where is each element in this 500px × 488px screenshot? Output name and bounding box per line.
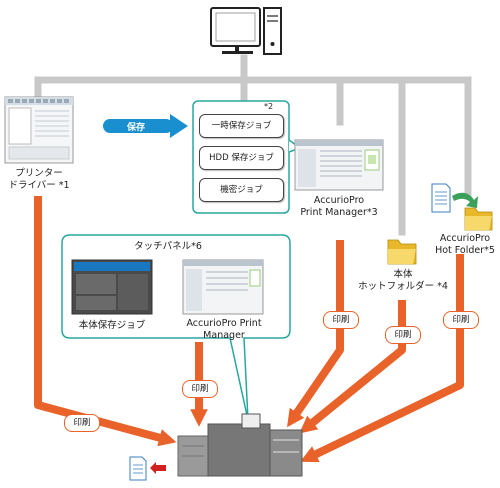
accurio-hot-folder-label-line2: Hot Folder*5: [435, 245, 495, 256]
main-storage-screenshot: [71, 259, 153, 315]
document-icon: [431, 183, 451, 213]
print-manager-screenshot: [294, 139, 384, 191]
touch-print-manager-screenshot: [182, 259, 264, 315]
main-hot-folder-label: 本体 ホットフォルダー *4: [358, 269, 448, 293]
print-label-main-folder: 印刷: [385, 326, 421, 344]
print-manager-label-line1: AccurioPro: [313, 195, 365, 206]
main-storage-job-label: 本体保存ジョブ: [78, 320, 146, 331]
print-label-manager: 印刷: [323, 311, 359, 329]
save-label: 保存: [126, 123, 145, 133]
print-label-accurio-folder: 印刷: [443, 311, 479, 329]
hdd-job-button[interactable]: HDD 保存ジョブ: [199, 146, 284, 170]
print-label-touch-panel: 印刷: [182, 380, 218, 398]
green-arrow-icon: [452, 192, 478, 208]
print-label-driver: 印刷: [64, 414, 100, 432]
accurio-folder-print-arrow: [300, 254, 464, 463]
printer-driver-label: プリンター ドライバー *1: [0, 168, 78, 192]
manager-print-arrow: [287, 240, 344, 428]
output-arrow-icon: [150, 462, 166, 474]
main-folder-print-arrow: [299, 300, 406, 434]
main-hot-folder-label-line2: ホットフォルダー *4: [358, 281, 448, 292]
printer-driver-label-line1: プリンター: [15, 168, 63, 179]
computer-icon: [210, 7, 282, 55]
temporary-job-button[interactable]: 一時保存ジョブ: [199, 114, 284, 138]
printer-driver-screenshot: [4, 96, 74, 164]
production-printer: [177, 413, 303, 477]
network-lines: [34, 54, 472, 236]
save-arrow: [103, 114, 188, 138]
job-box-footnote: *2: [264, 102, 274, 111]
printer-driver-label-line2: ドライバー *1: [8, 180, 70, 191]
secure-job-button[interactable]: 機密ジョブ: [199, 178, 284, 202]
touch-print-manager-label-line2: Manager: [203, 330, 245, 341]
output-document-icon: [129, 456, 147, 481]
main-hot-folder-icon: [387, 239, 417, 265]
hot-folder-icon: [464, 207, 493, 231]
print-manager-label: AccurioPro Print Manager*3: [290, 195, 388, 219]
print-manager-label-line2: Print Manager*3: [300, 207, 378, 218]
accurio-hot-folder-label-line1: AccurioPro: [439, 233, 491, 244]
touch-panel-title: タッチパネル*6: [134, 241, 202, 252]
accurio-hot-folder-label: AccurioPro Hot Folder*5: [430, 233, 500, 257]
touch-print-manager-label: AccurioPro Print Manager: [176, 318, 272, 342]
main-hot-folder-label-line1: 本体: [393, 269, 413, 280]
driver-print-arrow: [34, 196, 177, 447]
touch-print-manager-label-line1: AccurioPro Print: [186, 318, 262, 329]
